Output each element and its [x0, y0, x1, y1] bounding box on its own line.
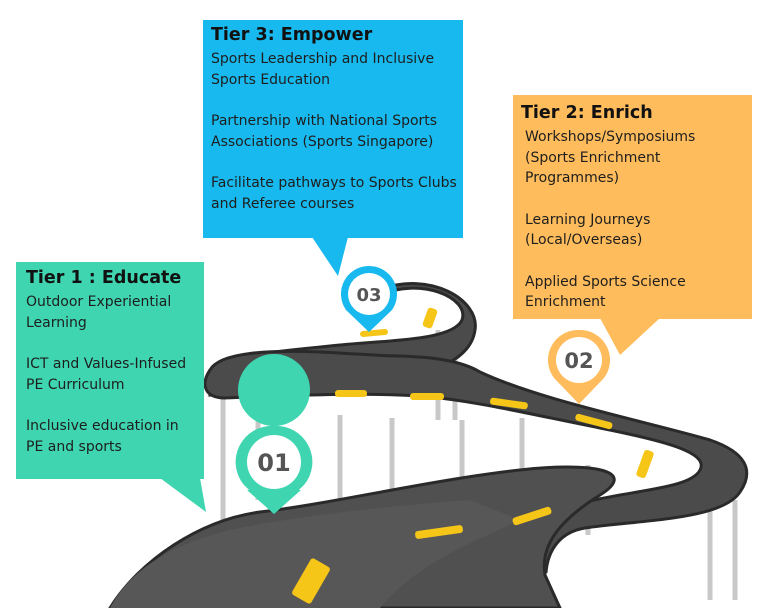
tier3-item: Sports Leadership and Inclusive Sports E…: [211, 51, 435, 88]
tier2-callout-tail: [600, 318, 660, 355]
marker-01-label: 01: [257, 449, 290, 477]
tier3-item: Partnership with National Sports Associa…: [211, 113, 438, 150]
tier1-callout: Tier 1 : Educate Outdoor Experiential Le…: [16, 262, 204, 479]
tier2-callout: Tier 2: Enrich Workshops/Symposiums (Spo…: [513, 95, 752, 319]
marker-02-pin-icon: 02: [547, 329, 611, 404]
tier2-items: Workshops/Symposiums (Sports Enrichment …: [521, 127, 744, 313]
tier1-title: Tier 1 : Educate: [26, 268, 182, 288]
tier3-callout: Tier 3: Empower Sports Leadership and In…: [203, 20, 463, 238]
tier3-items: Sports Leadership and Inclusive Sports E…: [211, 49, 457, 214]
tier1-items: Outdoor Experiential Learning ICT and Va…: [26, 292, 196, 457]
tier1-item: Outdoor Experiential Learning: [26, 294, 172, 331]
tier1-item: ICT and Values-Infused PE Curriculum: [26, 356, 187, 393]
tier3-item: Facilitate pathways to Sports Clubs and …: [211, 175, 457, 212]
tier3-title: Tier 3: Empower: [211, 25, 373, 45]
marker-03-label: 03: [356, 285, 381, 306]
road-lane-markings: [258, 307, 654, 604]
tier2-item: Workshops/Symposiums (Sports Enrichment …: [525, 129, 696, 186]
marker-01-pin-icon: 01: [235, 354, 313, 514]
tier1-callout-tail: [160, 478, 206, 512]
tier2-item: Learning Journeys (Local/Overseas): [525, 211, 651, 249]
tier3-callout-tail: [312, 237, 348, 276]
tier1-item: Inclusive education in PE and sports: [26, 418, 179, 455]
marker-03-pin-icon: 03: [340, 266, 398, 332]
marker-02-label: 02: [564, 349, 593, 373]
tier2-title: Tier 2: Enrich: [521, 103, 653, 123]
tier2-item: Applied Sports Science Enrichment: [525, 273, 686, 311]
